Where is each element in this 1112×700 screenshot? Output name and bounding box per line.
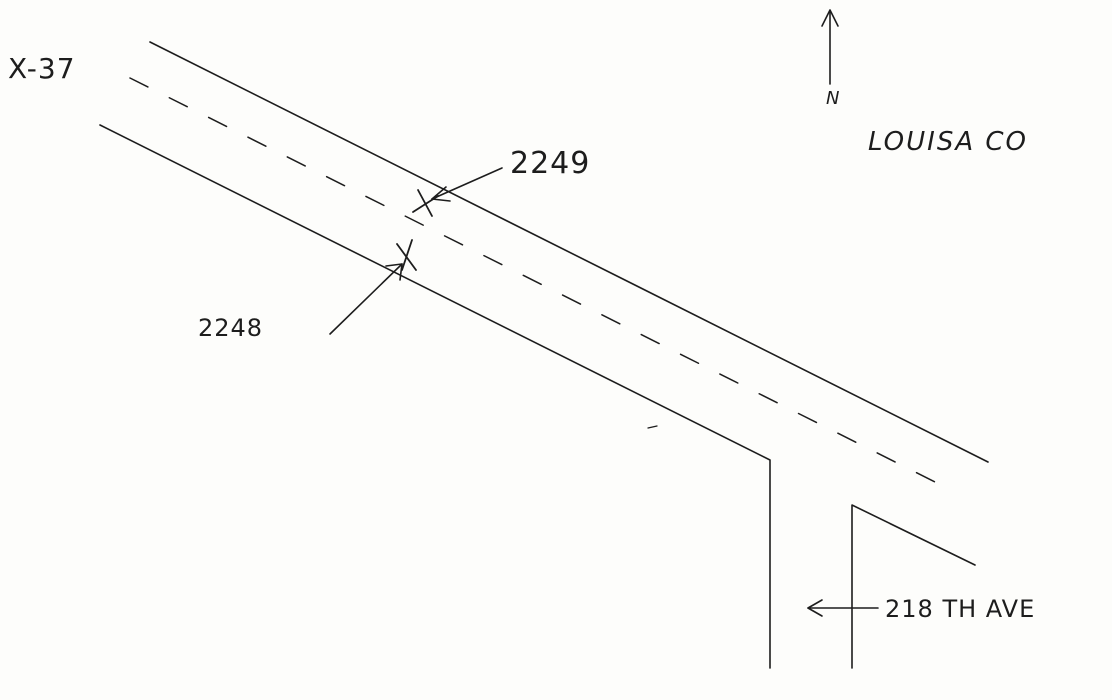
road-label: X-37 <box>8 52 76 85</box>
marker-2248-pointer-arrow-icon <box>329 263 403 335</box>
marker-2249-pointer-arrow-icon <box>431 167 503 202</box>
stray-mark <box>647 425 658 429</box>
county-label: LOUISA CO <box>868 127 1028 157</box>
side-road-east-edge <box>851 504 976 669</box>
marker-2249-x-icon <box>412 189 439 217</box>
road-north-edge <box>149 41 989 463</box>
side-road-label: 218 TH AVE <box>885 595 1035 623</box>
road-centerline <box>129 77 956 493</box>
north-arrow-icon <box>821 9 839 85</box>
marker-2249-label: 2249 <box>510 146 590 181</box>
north-label: N <box>826 88 839 109</box>
side-road-pointer-arrow-icon <box>807 599 879 617</box>
road-south-edge <box>99 124 771 669</box>
marker-2248-label: 2248 <box>198 314 263 342</box>
marker-2248-x-icon <box>396 239 417 271</box>
